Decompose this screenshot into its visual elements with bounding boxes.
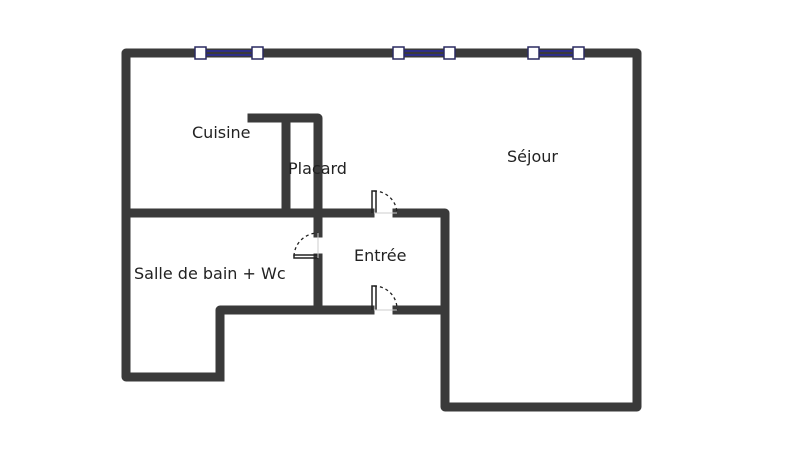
walls bbox=[121, 48, 642, 412]
door-entrance bbox=[371, 285, 398, 311]
window bbox=[194, 46, 264, 60]
placard-wall-right bbox=[247, 113, 323, 238]
room-label-placard: Placard bbox=[288, 159, 347, 178]
bathroom-wall bbox=[215, 305, 375, 382]
window bbox=[527, 46, 585, 60]
outer-wall bbox=[121, 48, 642, 412]
window bbox=[392, 46, 456, 60]
room-label-sejour: Séjour bbox=[507, 147, 558, 166]
room-label-cuisine: Cuisine bbox=[192, 123, 251, 142]
doors bbox=[293, 190, 398, 311]
room-labels: Cuisine Placard Séjour Entrée Salle de b… bbox=[134, 123, 558, 283]
door-cuisine-entree bbox=[371, 190, 398, 214]
room-label-salle-de-bain: Salle de bain + Wc bbox=[134, 264, 286, 283]
door-bathroom-entree bbox=[293, 232, 319, 259]
room-label-entree: Entrée bbox=[354, 246, 406, 265]
windows bbox=[194, 46, 585, 60]
